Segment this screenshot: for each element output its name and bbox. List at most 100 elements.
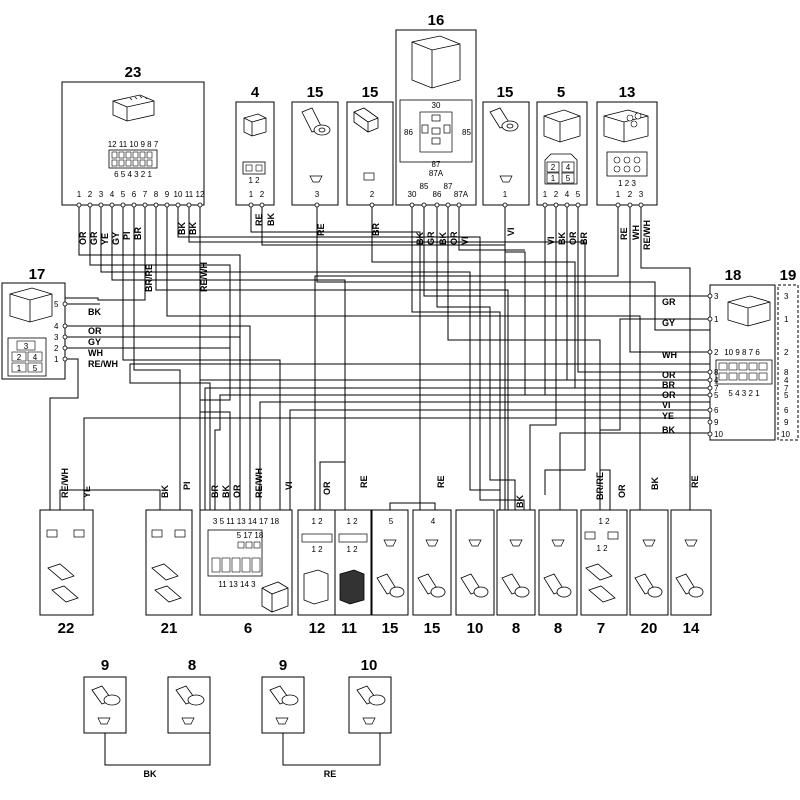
svg-text:15: 15 <box>362 84 379 101</box>
svg-text:9: 9 <box>165 190 170 199</box>
svg-text:OR: OR <box>449 231 459 245</box>
svg-text:5: 5 <box>714 391 719 400</box>
svg-text:15: 15 <box>382 620 399 637</box>
component-15-a: 15 3 <box>291 84 339 208</box>
svg-text:6: 6 <box>244 620 252 637</box>
svg-text:RE: RE <box>690 475 700 488</box>
svg-text:RE: RE <box>359 475 369 488</box>
svg-text:4: 4 <box>251 84 260 101</box>
svg-text:BR/RE: BR/RE <box>144 264 154 292</box>
svg-text:OR: OR <box>78 231 88 245</box>
svg-text:RE/WH: RE/WH <box>642 220 652 250</box>
component-5: 5 2 4 1 5 1 2 4 5 <box>536 84 588 208</box>
svg-text:2: 2 <box>88 190 93 199</box>
svg-text:PI: PI <box>122 231 132 240</box>
svg-text:10: 10 <box>361 657 378 674</box>
lower-components: 9 8 9 10 <box>83 657 392 734</box>
svg-text:YE: YE <box>662 411 674 421</box>
svg-text:87A: 87A <box>454 190 469 199</box>
svg-text:BR: BR <box>371 223 381 236</box>
component-9-b: 9 <box>261 657 305 734</box>
svg-text:30: 30 <box>432 101 441 110</box>
svg-text:10: 10 <box>174 190 183 199</box>
svg-text:RE/WH: RE/WH <box>254 468 264 498</box>
svg-text:23: 23 <box>125 64 142 81</box>
svg-text:1: 1 <box>17 364 22 373</box>
component-8-c: 8 <box>167 657 211 734</box>
svg-text:1 2: 1 2 <box>598 517 610 526</box>
svg-text:4: 4 <box>431 517 436 526</box>
svg-text:8: 8 <box>554 620 562 637</box>
svg-text:VI: VI <box>506 227 516 236</box>
svg-text:8: 8 <box>784 368 789 377</box>
svg-text:11 13 14 3: 11 13 14 3 <box>218 580 256 589</box>
svg-text:2: 2 <box>628 190 633 199</box>
svg-text:1: 1 <box>714 315 719 324</box>
svg-text:15: 15 <box>424 620 441 637</box>
svg-text:85: 85 <box>420 182 429 191</box>
svg-text:2: 2 <box>54 344 59 353</box>
svg-text:OR: OR <box>662 390 676 400</box>
svg-text:RE: RE <box>254 213 264 226</box>
component-4: 4 1 2 1 2 <box>235 84 275 208</box>
svg-text:3: 3 <box>99 190 104 199</box>
svg-text:87A: 87A <box>429 169 444 178</box>
svg-text:1 2: 1 2 <box>346 517 358 526</box>
svg-text:5: 5 <box>784 391 789 400</box>
svg-text:3: 3 <box>714 292 719 301</box>
svg-text:1 2 3: 1 2 3 <box>618 179 636 188</box>
svg-text:4: 4 <box>714 376 719 385</box>
component-15-d: 5 15 <box>371 509 409 637</box>
svg-text:7: 7 <box>714 384 719 393</box>
svg-text:OR: OR <box>617 484 627 498</box>
svg-text:8: 8 <box>188 657 196 674</box>
svg-text:22: 22 <box>58 620 75 637</box>
svg-text:4: 4 <box>54 322 59 331</box>
svg-text:30: 30 <box>408 190 417 199</box>
svg-text:5: 5 <box>566 174 571 183</box>
svg-text:BK: BK <box>415 232 425 245</box>
component-15-e: 4 15 <box>412 509 452 637</box>
svg-text:BK: BK <box>557 232 567 245</box>
svg-text:YE: YE <box>82 486 92 498</box>
component-8-b: 8 <box>538 509 578 637</box>
svg-text:11: 11 <box>185 190 194 199</box>
svg-text:GY: GY <box>111 232 121 245</box>
svg-text:5: 5 <box>54 300 59 309</box>
svg-text:17: 17 <box>29 266 46 283</box>
svg-text:9: 9 <box>784 418 789 427</box>
svg-text:4: 4 <box>110 190 115 199</box>
svg-text:BR: BR <box>210 485 220 498</box>
svg-text:RE/WH: RE/WH <box>199 262 209 292</box>
svg-text:RE/WH: RE/WH <box>88 359 118 369</box>
svg-text:5: 5 <box>33 364 38 373</box>
svg-text:BK: BK <box>160 485 170 498</box>
svg-text:OR: OR <box>662 370 676 380</box>
svg-text:1: 1 <box>616 190 621 199</box>
svg-text:18: 18 <box>725 267 742 284</box>
svg-text:RE: RE <box>316 223 326 236</box>
svg-text:VI: VI <box>546 236 556 245</box>
component-16-relay: 16 30 86 85 87 87A 30 85 86 87 87A <box>395 12 477 208</box>
svg-text:RE: RE <box>436 475 446 488</box>
svg-text:2: 2 <box>370 190 375 199</box>
svg-text:BK: BK <box>650 477 660 490</box>
svg-text:RE: RE <box>619 227 629 240</box>
svg-text:1: 1 <box>249 190 254 199</box>
svg-text:OR: OR <box>232 484 242 498</box>
svg-text:6: 6 <box>714 406 719 415</box>
component-21: 21 <box>145 509 193 637</box>
component-10: 10 <box>455 509 495 637</box>
svg-text:3: 3 <box>24 342 29 351</box>
svg-text:8: 8 <box>154 190 159 199</box>
svg-text:10: 10 <box>714 430 723 439</box>
svg-text:BK: BK <box>144 769 157 779</box>
svg-text:GR: GR <box>662 297 676 307</box>
component-6: 3 5 11 13 14 17 18 5 17 18 11 13 14 3 6 <box>199 509 293 637</box>
svg-text:GY: GY <box>662 318 675 328</box>
svg-text:3: 3 <box>639 190 644 199</box>
svg-text:RE/WH: RE/WH <box>60 468 70 498</box>
svg-text:4: 4 <box>784 376 789 385</box>
component-22: 22 <box>39 509 94 637</box>
svg-text:WH: WH <box>662 350 677 360</box>
